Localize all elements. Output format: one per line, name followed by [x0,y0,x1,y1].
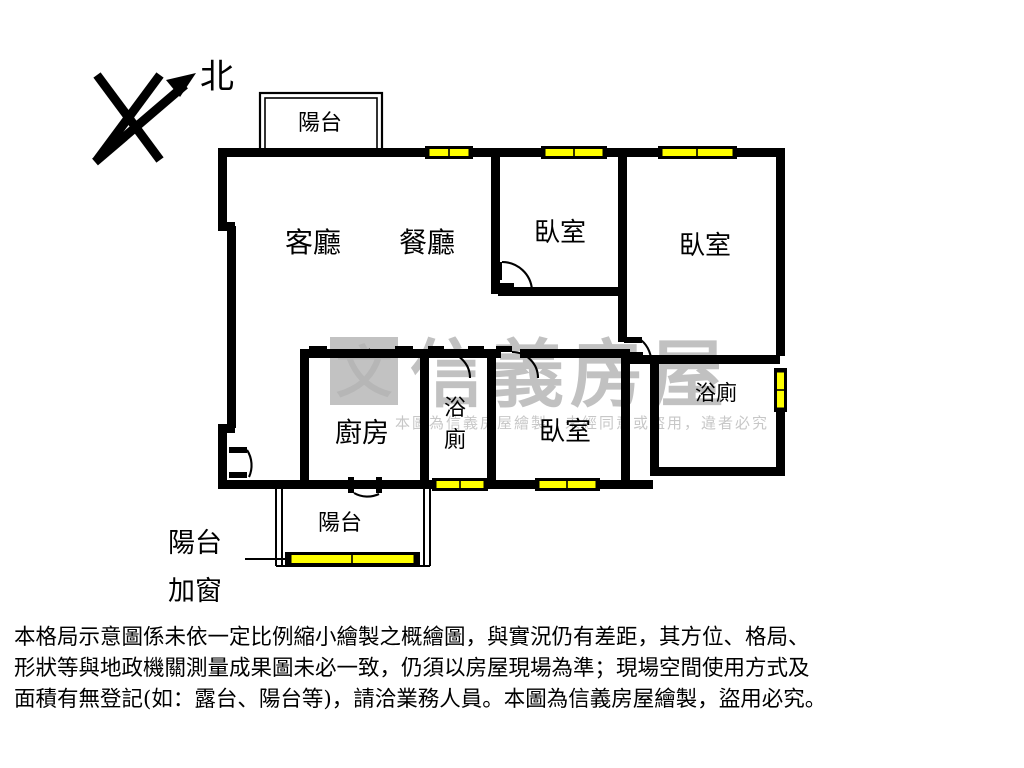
window-bedroom3-top [658,146,737,159]
room-label-bedroom-2: 臥室 [534,218,586,248]
wall-right-upper [776,148,785,356]
wall-right-lower [776,410,785,476]
wall-bottom-a [218,480,433,489]
wall-bathroom2-top [625,355,780,364]
door-bathroom-2 [627,352,643,358]
room-label-bathroom-1-char2: 廁 [444,428,466,453]
wall-left-bottom [218,428,227,488]
wall-top-c [605,148,660,157]
room-label-bedroom-1: 臥室 [539,417,591,447]
room-label-bathroom-1-char1: 浴 [444,396,466,421]
room-label-balcony-bottom: 陽台 [318,511,362,536]
compass-arrow-shaft [92,81,188,166]
room-label-living-room: 客廳 [285,226,341,259]
watermark-logo-box [330,337,398,405]
door-bedroom-1 [496,346,540,379]
balcony-top-structure: 陽台 [258,91,384,156]
wall-left-top [218,148,227,226]
balcony-bottom-structure: 陽台 [275,489,431,567]
window-bathroom2-right [774,368,787,412]
window-bedroom2-top [541,146,607,159]
wall-bedroom2-bottom [498,287,619,296]
windows-group [425,146,787,491]
compass-north-label: 北 [200,57,234,97]
wall-kitchen-left [300,349,309,484]
window-bedroom1-bottom [535,478,600,491]
wall-bottom-c [598,480,653,489]
wall-bathroom2-left [650,355,659,473]
wall-top-b [473,148,543,157]
wall-lowerblock-top-c [520,349,630,358]
watermark-brand-text: 信義房屋 [410,332,730,418]
door-kitchen-balcony [348,477,382,498]
compass-group: 北 [92,57,234,166]
window-balcony-bottom [285,552,420,566]
wall-kitchen-right [420,349,429,484]
wall-bottom-b [487,480,537,489]
wall-bathroom1-right [487,349,496,484]
room-label-bathroom-2: 浴廁 [695,381,737,405]
room-label-balcony-top: 陽台 [298,111,342,136]
wall-partition-bedroom2-left [491,152,500,294]
room-labels: 客廳 餐廳 臥室 臥室 廚房 臥室 浴廁 浴 廁 [285,218,737,453]
door-entrance [229,447,253,478]
window-bathroom1-bottom [432,478,488,491]
disclaimer-text: 本格局示意圖係未依一定比例縮小繪製之概繪圖，與實況仍有差距，其方位、格局、 形狀… [14,625,827,712]
wall-bedroom1-right [621,349,630,484]
wall-top-a [218,148,425,157]
window-dining-top [425,146,473,159]
annotation-line-1: 陽台 [168,528,222,559]
wall-left-middle [227,226,236,428]
doors-group [229,260,653,498]
wall-left-jog-upper [218,222,235,231]
exterior-walls [218,148,785,489]
room-label-dining-room: 餐廳 [399,226,455,259]
room-label-bedroom-3: 臥室 [679,231,731,261]
wall-bottom-right [650,467,785,476]
wall-lowerblock-top-b [428,349,501,358]
door-bedroom-2 [496,260,534,291]
door-bathroom-1 [428,346,484,379]
annotation-line-2: 加窗 [168,576,222,607]
door-kitchen [309,346,413,358]
annotation-balcony-window: 陽台 加窗 [168,528,288,607]
wall-top-d [735,148,785,157]
compass-arrow-head [166,73,196,97]
wall-partition-bedroom3-left [618,152,627,342]
room-label-kitchen: 廚房 [335,418,389,449]
